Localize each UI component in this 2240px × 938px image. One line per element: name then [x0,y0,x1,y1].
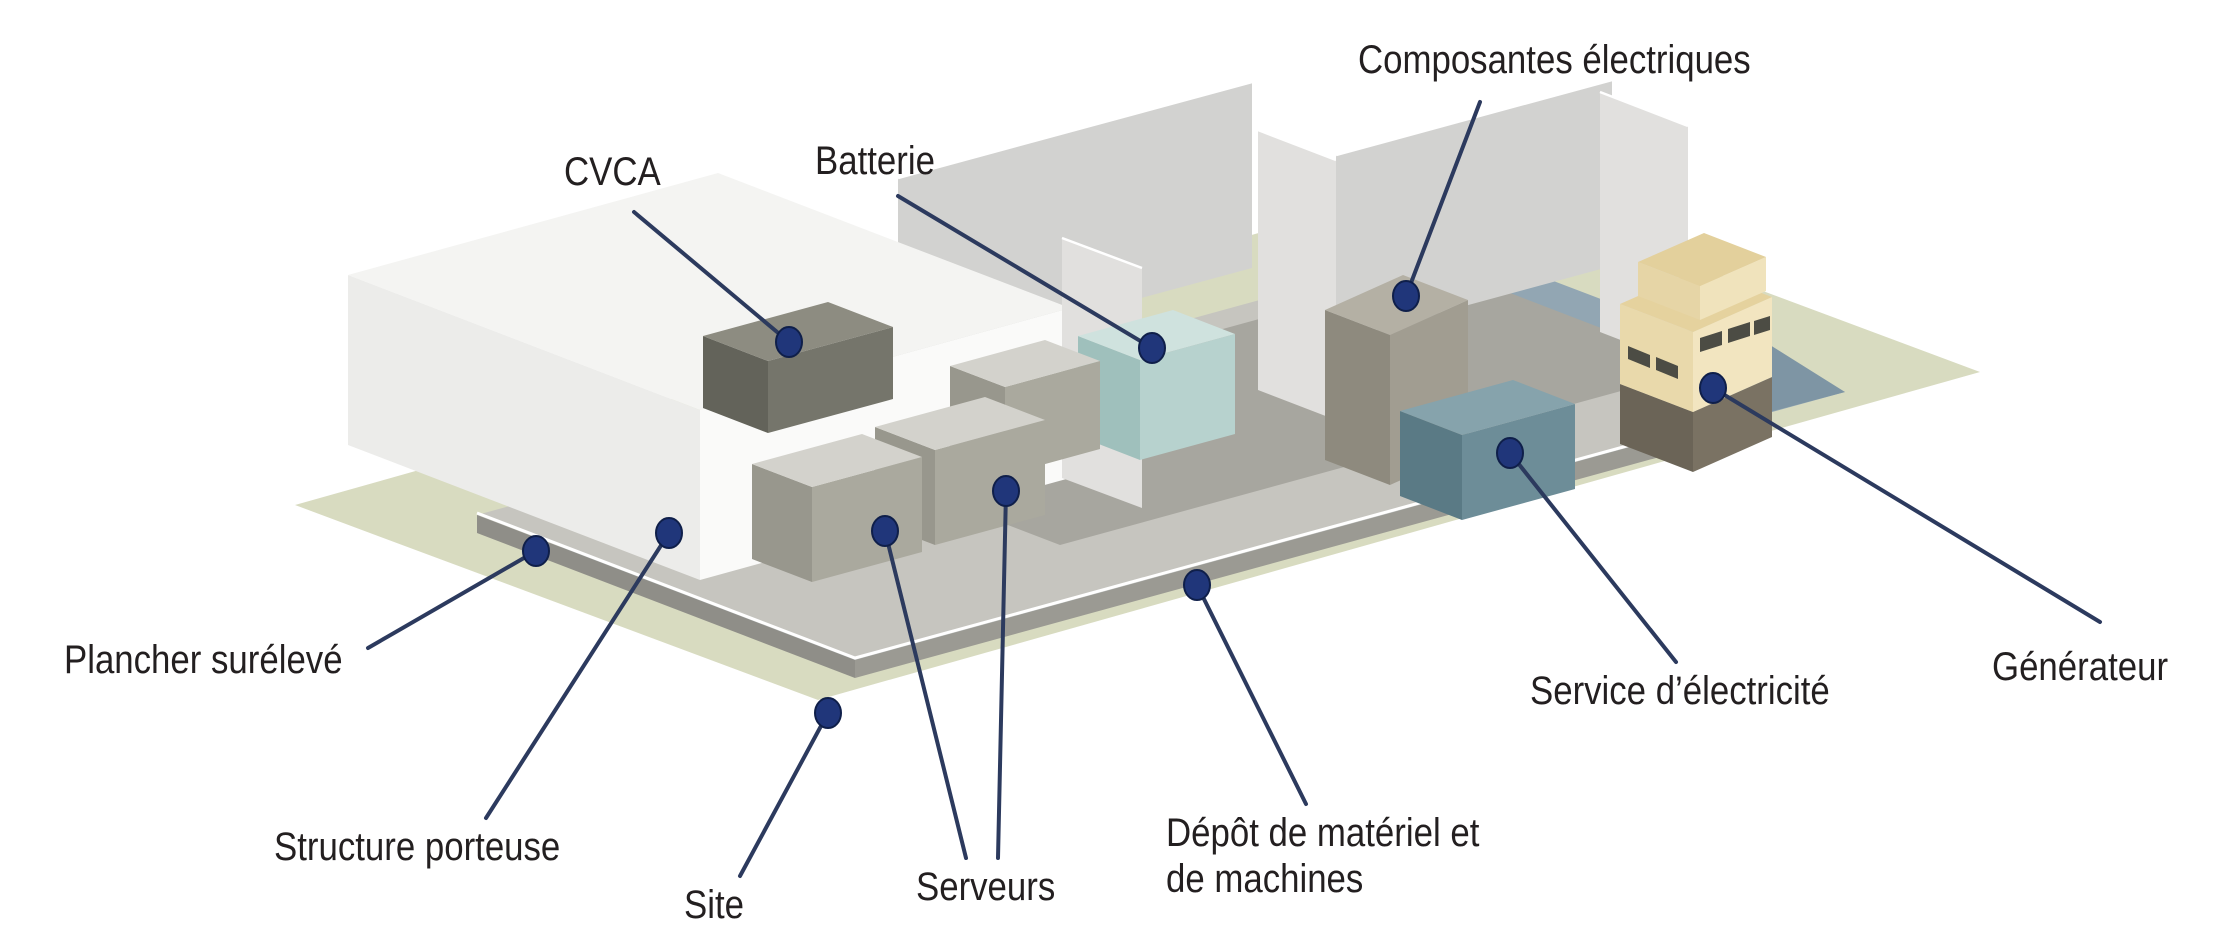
label-depot-line1: Dépôt de matériel et [1166,811,1480,855]
wall-right-end-edge [1599,90,1689,128]
server2-top-face [875,397,1045,450]
generator-base-front-right [1693,377,1772,472]
leader-composantes [1404,100,1482,298]
generator-window-icon [1656,357,1678,379]
leader-plancher [366,549,538,650]
generator-window-icon [1728,322,1750,343]
label-depot: Dépôt de matériel et de machines [1166,810,1479,903]
battery-unit [1078,310,1235,460]
service-front-left-face [1400,411,1462,520]
label-site: Site [684,883,744,927]
wall-partition-middle [1258,130,1336,420]
leader-service [1508,451,1678,664]
label-serveurs: Serveurs [916,865,1056,909]
label-depot-line2: de machines [1166,857,1364,902]
wall-back-left-edge [897,80,1253,180]
battery-front-right-face [1140,334,1235,460]
callout-dot-composantes [1392,280,1420,312]
callout-dot-batterie [1138,332,1166,364]
leader-serveurs-2 [996,489,1008,860]
leader-structure [484,531,671,820]
wall-partition-middle-edge [1257,128,1337,162]
leader-site [738,711,830,878]
building-front-left-face [348,275,700,580]
cvca-front-left-face [703,336,768,433]
generator-upper-front-right [1700,257,1766,320]
service-top-face [1400,380,1575,435]
generator-upper-front-left [1638,262,1700,320]
wall-back-right [1336,80,1612,341]
label-plancher-sureleve: Plancher surélevé [64,638,343,682]
label-structure-porteuse: Structure porteuse [274,825,561,869]
server1-top-face [752,434,922,487]
label-composantes-electriques: Composantes électriques [1358,38,1751,82]
callout-dot-site [814,697,842,729]
generator-window-icon [1754,316,1770,335]
label-cvca: CVCA [564,150,661,194]
server1-front-left-face [752,464,812,582]
generator-window-icon [1700,331,1722,352]
callout-dot-serveurs-2 [992,475,1020,507]
generator-building [1620,233,1772,472]
leader-batterie [896,194,1154,350]
label-batterie: Batterie [815,139,935,183]
server-racks [752,340,1100,582]
callout-dots [522,280,1727,729]
generator-upper-top [1638,233,1766,286]
callout-dot-structure [655,517,683,549]
leader-depot [1195,583,1308,806]
cvca-front-right-face [768,327,893,433]
callout-dot-service [1496,437,1524,469]
server3-top-face [950,340,1100,387]
slab-side-left [477,515,855,678]
leader-lines [366,100,2102,878]
leader-cvca [632,210,791,344]
callout-dot-cvca [775,326,803,358]
generator-base-front-left [1620,384,1693,472]
callout-dot-plancher [522,535,550,567]
callout-dot-generateur [1699,372,1727,404]
label-generateur: Générateur [1992,645,2169,689]
wall-partition-left-edge [1061,236,1143,270]
leader-serveurs-1 [883,529,968,860]
server1-front-right-face [812,457,922,582]
label-service-electricite: Service d’électricité [1530,669,1830,713]
callout-dot-depot [1183,569,1211,601]
leader-generateur [1711,386,2102,624]
callout-dot-serveurs-1 [871,515,899,547]
generator-window-icon [1628,346,1650,368]
components-front-left-face [1325,310,1390,485]
server2-front-right-face [935,420,1045,545]
